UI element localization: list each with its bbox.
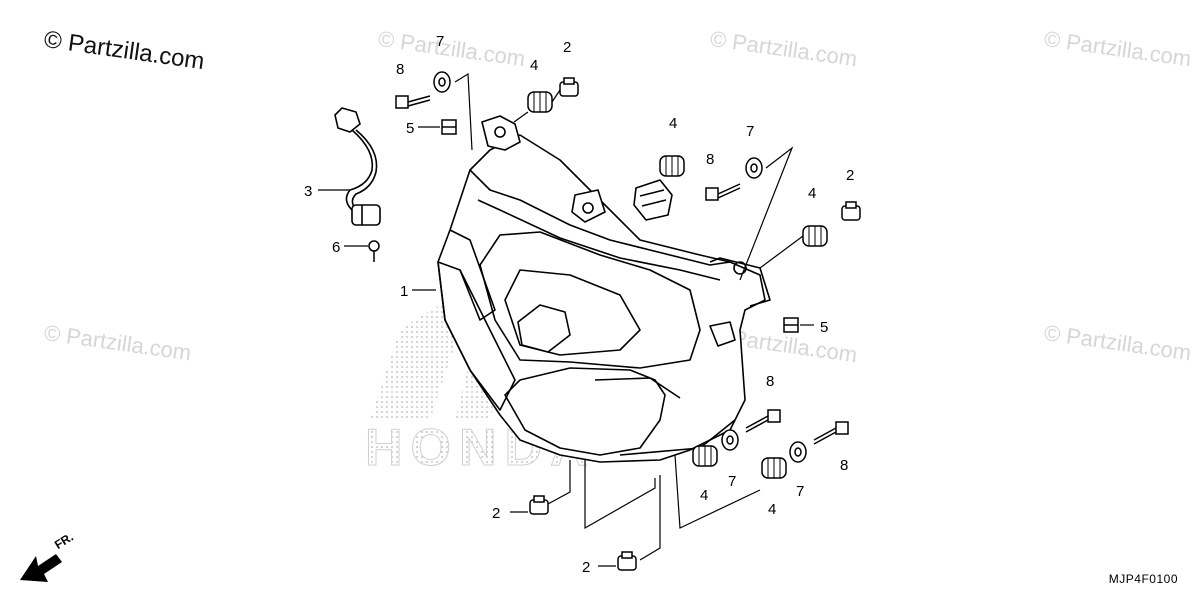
callout-2: 2 bbox=[563, 39, 571, 56]
callout-4: 4 bbox=[768, 501, 776, 518]
callout-7: 7 bbox=[728, 473, 736, 490]
callout-3: 3 bbox=[304, 183, 312, 200]
callout-8: 8 bbox=[766, 373, 774, 390]
callout-5: 5 bbox=[820, 319, 828, 336]
callout-4: 4 bbox=[808, 185, 816, 202]
collar bbox=[529, 77, 861, 571]
washer bbox=[433, 71, 807, 463]
sub-harness bbox=[334, 107, 381, 226]
bolt bbox=[395, 95, 849, 445]
callout-4: 4 bbox=[530, 57, 538, 74]
callout-4: 4 bbox=[700, 487, 708, 504]
grommet-grooves bbox=[533, 92, 822, 478]
callout-7: 7 bbox=[436, 33, 444, 50]
leader-lines bbox=[318, 72, 814, 567]
screw bbox=[368, 240, 380, 262]
callout-8: 8 bbox=[706, 151, 714, 168]
callout-6: 6 bbox=[332, 239, 340, 256]
callout-5: 5 bbox=[406, 120, 414, 137]
callout-4: 4 bbox=[669, 115, 677, 132]
callout-7: 7 bbox=[796, 483, 804, 500]
callout-2: 2 bbox=[846, 167, 854, 184]
callout-8: 8 bbox=[396, 61, 404, 78]
clip-nut bbox=[441, 119, 799, 333]
headlight-assembly bbox=[437, 115, 771, 463]
diagram-code: MJP4F0100 bbox=[1108, 572, 1178, 586]
callout-1: 1 bbox=[400, 283, 408, 300]
callout-2: 2 bbox=[582, 559, 590, 576]
callout-2: 2 bbox=[492, 505, 500, 522]
front-direction-arrow bbox=[20, 554, 62, 582]
callout-labels: 1 2 2 2 2 3 4 4 4 4 4 5 5 6 7 7 7 7 8 8 … bbox=[304, 33, 854, 576]
callout-7: 7 bbox=[746, 123, 754, 140]
callout-8: 8 bbox=[840, 457, 848, 474]
